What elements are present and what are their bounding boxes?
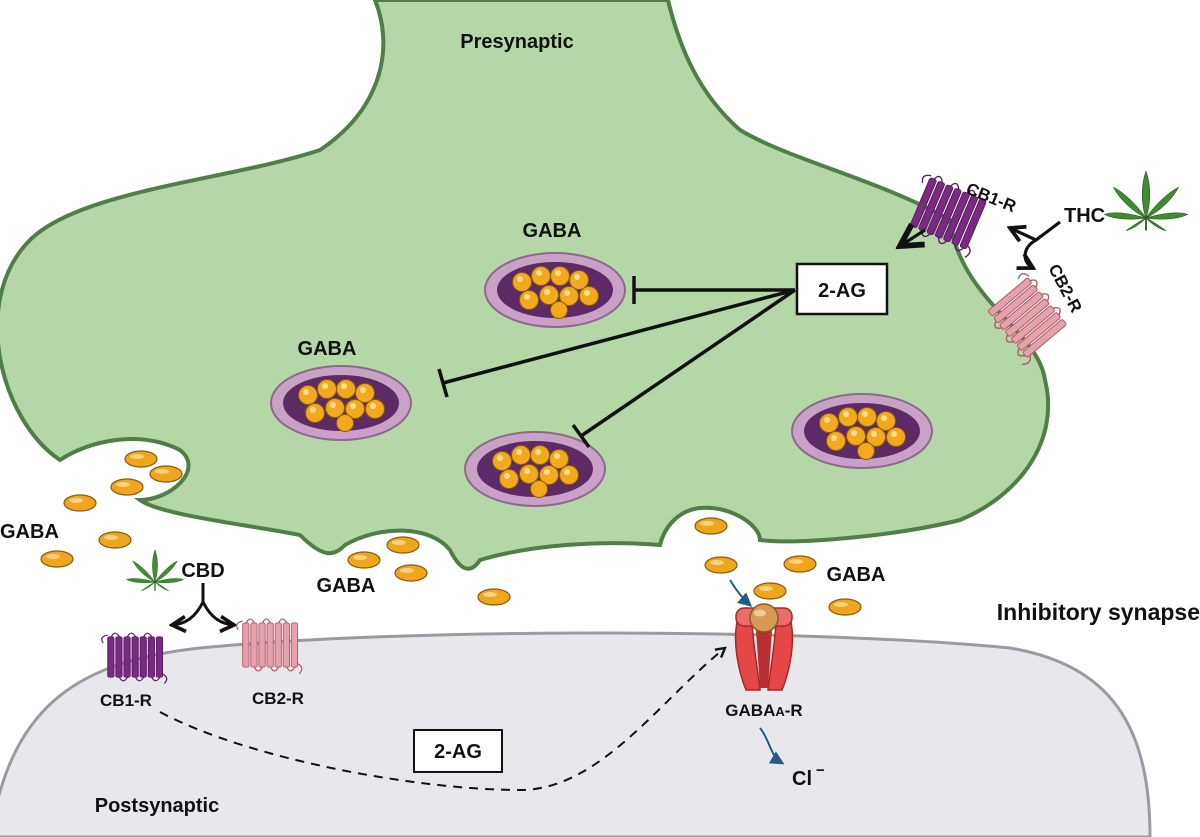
chloride-symbol: Cl [792, 768, 812, 790]
vesicle-2 [270, 365, 412, 441]
cannabis-leaf-icon-cbd [125, 549, 185, 592]
gaba-binding-arrow [729, 579, 753, 607]
cb1r-post-label: CB1-R [100, 691, 152, 710]
cbd-arrows [172, 583, 234, 625]
postsynaptic-label: Postsynaptic [95, 795, 219, 817]
retrograde-2ag-path [159, 648, 725, 792]
presynaptic-label: Presynaptic [460, 31, 573, 53]
chloride-charge: − [816, 762, 825, 779]
vesicle-4 [791, 393, 933, 469]
gaba-left-label: GABA [0, 521, 59, 543]
cb2r-post-label: CB2-R [252, 689, 304, 708]
gaba-center-label: GABA [317, 575, 376, 597]
chloride-label: Cl− [792, 762, 825, 790]
thc-label: THC [1064, 205, 1105, 227]
cannabis-leaf-icon [1103, 170, 1189, 232]
two-ag-post-label: 2-AG [434, 741, 482, 763]
inhibition-lines [437, 276, 796, 449]
thc-arrows [900, 220, 1061, 268]
gaba-vesicle-label-2: GABA [298, 338, 357, 360]
vesicle-1 [484, 252, 626, 328]
two-ag-box-post: 2-AG [413, 729, 503, 773]
gabaa-receptor-icon [734, 603, 794, 691]
gabaa-r-label: GABAA-R [725, 701, 802, 720]
gabaa-r-suffix: -R [785, 701, 803, 720]
gaba-vesicle-label-1: GABA [523, 220, 582, 242]
two-ag-box-pre: 2-AG [795, 262, 889, 316]
gabaa-r-sub: A [775, 704, 785, 719]
inhibitory-synapse-label: Inhibitory synapse [997, 599, 1200, 625]
chloride-flow-arrow [759, 727, 785, 765]
cb2-receptor-post-icon [236, 618, 303, 675]
cbd-label: CBD [181, 560, 224, 582]
postsynaptic-neuron [0, 631, 1152, 837]
gabaa-r-main: GABA [725, 701, 775, 720]
cb1-receptor-post-icon [101, 632, 168, 685]
gaba-right-label: GABA [827, 564, 886, 586]
two-ag-pre-label: 2-AG [818, 280, 866, 302]
